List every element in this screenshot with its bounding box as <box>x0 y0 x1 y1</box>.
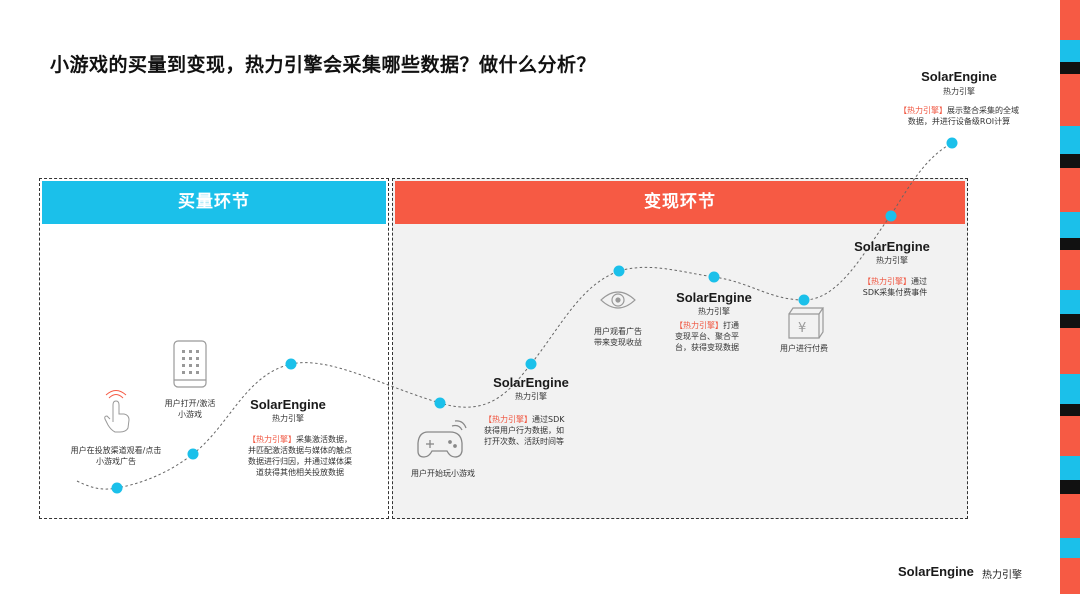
brand-sub: 热力引擎 <box>272 414 304 423</box>
monetize-section-panel <box>392 178 968 519</box>
note-sdk-line2: 获得用户行为数据，如 <box>484 426 564 435</box>
monetize-section-header: 变现环节 <box>395 181 965 224</box>
solarengine-logo: SolarEngine <box>493 375 569 390</box>
note-sdk-line3: 打开次数、活跃时间等 <box>484 437 564 446</box>
brand-tag: 【热力引擎】 <box>899 106 947 115</box>
footer-logo-sub: 热力引擎 <box>982 570 1022 581</box>
footer-logo: SolarEngine <box>898 564 974 579</box>
phone-icon <box>173 340 207 388</box>
brand-sub: 热力引擎 <box>698 307 730 316</box>
solarengine-logo: SolarEngine <box>854 239 930 254</box>
touch-hand-icon <box>104 390 130 433</box>
gamepad-icon <box>417 420 467 458</box>
buy-section-panel <box>39 178 389 519</box>
note-activation-line4: 道获得其他相关投放数据 <box>256 468 344 477</box>
caption-open-activate: 用户打开/激活 小游戏 <box>150 398 230 420</box>
caption-ad-click-line2: 小游戏广告 <box>96 457 136 466</box>
brand-tag: 【热力引擎】 <box>484 415 532 424</box>
caption-watch-line2: 带来变现收益 <box>594 338 642 347</box>
flow-dot <box>111 482 123 494</box>
flow-dot <box>946 137 958 149</box>
eye-icon <box>600 291 636 309</box>
note-activation-line1: 采集激活数据， <box>296 435 352 444</box>
note-monetization: 【热力引擎】打通 变现平台、聚合平 台，获得变现数据 <box>675 320 757 353</box>
svg-text:¥: ¥ <box>798 321 806 336</box>
caption-start-play: 用户开始玩小游戏 <box>411 469 475 478</box>
note-activation: 【热力引擎】采集激活数据， 并匹配激活数据与媒体的触点 数据进行归因，并通过媒体… <box>236 434 364 478</box>
note-activation-line2: 并匹配激活数据与媒体的触点 <box>248 446 352 455</box>
note-pay-line2: SDK采集付费事件 <box>862 288 928 297</box>
note-mon-line2: 变现平台、聚合平 <box>675 332 739 341</box>
note-mon-line3: 台，获得变现数据 <box>675 343 739 352</box>
solarengine-logo: SolarEngine <box>676 290 752 305</box>
buy-section-header: 买量环节 <box>42 181 386 224</box>
brand-sub: 热力引擎 <box>943 87 975 96</box>
flow-dot <box>434 397 446 409</box>
brand-sub: 热力引擎 <box>876 256 908 265</box>
note-roi-line2: 数据，并进行设备级ROI计算 <box>907 117 1011 126</box>
note-pay-line1: 通过 <box>911 277 927 286</box>
note-roi: 【热力引擎】展示整合采集的全域 数据，并进行设备级ROI计算 <box>882 105 1036 127</box>
brand-tag: 【热力引擎】 <box>675 321 723 330</box>
note-payment: 【热力引擎】通过 SDK采集付费事件 <box>850 276 940 298</box>
solarengine-logo: SolarEngine <box>250 397 326 412</box>
flow-dot <box>613 265 625 277</box>
brand-tag: 【热力引擎】 <box>248 435 296 444</box>
caption-watch-ad: 用户观看广告 带来变现收益 <box>578 326 658 348</box>
brand-tag: 【热力引擎】 <box>863 277 911 286</box>
note-sdk-line1: 通过SDK <box>532 415 565 424</box>
flow-dot <box>885 210 897 222</box>
caption-ad-click-line1: 用户在投放渠道观看/点击 <box>70 446 162 455</box>
note-roi-line1: 展示整合采集的全域 <box>947 106 1019 115</box>
note-activation-line3: 数据进行归因，并通过媒体渠 <box>248 457 352 466</box>
decorative-side-band <box>1060 0 1080 608</box>
flow-dot <box>187 448 199 460</box>
yen-box-icon: ¥ <box>788 307 825 339</box>
caption-open-line2: 小游戏 <box>178 410 202 419</box>
caption-open-line1: 用户打开/激活 <box>164 399 216 408</box>
solarengine-logo: SolarEngine <box>921 69 997 84</box>
page-title: 小游戏的买量到变现，热力引擎会采集哪些数据？做什么分析？ <box>50 54 597 76</box>
caption-ad-click: 用户在投放渠道观看/点击 小游戏广告 <box>56 445 176 467</box>
caption-watch-line1: 用户观看广告 <box>594 327 642 336</box>
flow-dot <box>798 294 810 306</box>
flow-dot <box>708 271 720 283</box>
flow-dot <box>285 358 297 370</box>
brand-sub: 热力引擎 <box>515 392 547 401</box>
note-mon-line1: 打通 <box>723 321 739 330</box>
note-sdk-behavior: 【热力引擎】通过SDK 获得用户行为数据，如 打开次数、活跃时间等 <box>484 414 584 447</box>
caption-pay: 用户进行付费 <box>780 344 828 353</box>
flow-dot <box>525 358 537 370</box>
